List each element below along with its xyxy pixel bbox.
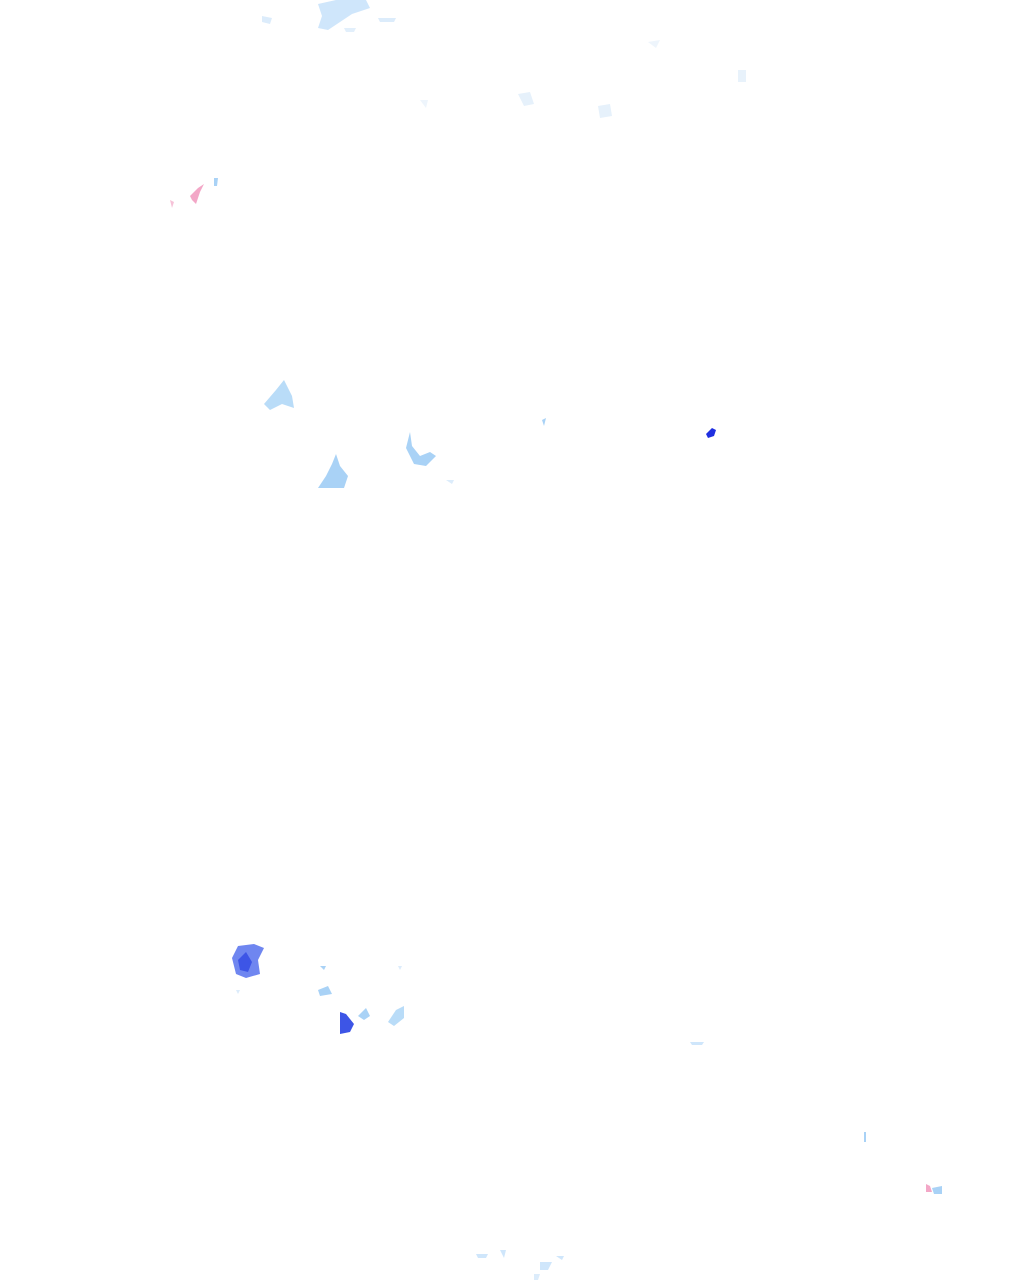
radar-echo (542, 418, 546, 426)
radar-echo (556, 1256, 564, 1260)
radar-echo (214, 178, 218, 186)
radar-echo (540, 1262, 552, 1270)
radar-echo-mixed-upper-left (170, 178, 218, 208)
radar-echo (446, 480, 454, 484)
radar-echo (598, 104, 612, 118)
radar-echo (500, 1250, 506, 1258)
radar-echo (358, 1008, 370, 1020)
radar-echo (320, 966, 326, 970)
radar-echo (318, 454, 348, 488)
radar-echo (170, 200, 174, 208)
radar-echo (238, 952, 252, 972)
radar-echo (344, 28, 356, 32)
radar-echo-cluster-middle (264, 380, 716, 488)
radar-echo (690, 1042, 704, 1045)
radar-echo (398, 966, 402, 970)
radar-echo (706, 428, 716, 438)
radar-echo (190, 184, 204, 204)
radar-echo (264, 380, 294, 410)
radar-echo (476, 1254, 488, 1258)
radar-echo (262, 16, 272, 24)
radar-echo (318, 0, 370, 30)
radar-echo (518, 92, 534, 106)
radar-echo (738, 70, 746, 82)
radar-echo (926, 1184, 932, 1192)
radar-echo-cluster-bottom (476, 1042, 942, 1280)
radar-echo (534, 1274, 540, 1280)
radar-echo-cluster-top (262, 0, 746, 118)
radar-echo (378, 18, 396, 22)
radar-echo (388, 1006, 404, 1026)
radar-echo (932, 1186, 942, 1194)
radar-echo (406, 432, 436, 466)
radar-echo (648, 40, 660, 48)
radar-echo (864, 1132, 866, 1142)
radar-echo (236, 990, 240, 994)
radar-echo (340, 1012, 354, 1034)
radar-echo-cluster-lower-left (232, 944, 404, 1034)
radar-echo (318, 986, 332, 996)
radar-echo (420, 100, 428, 108)
